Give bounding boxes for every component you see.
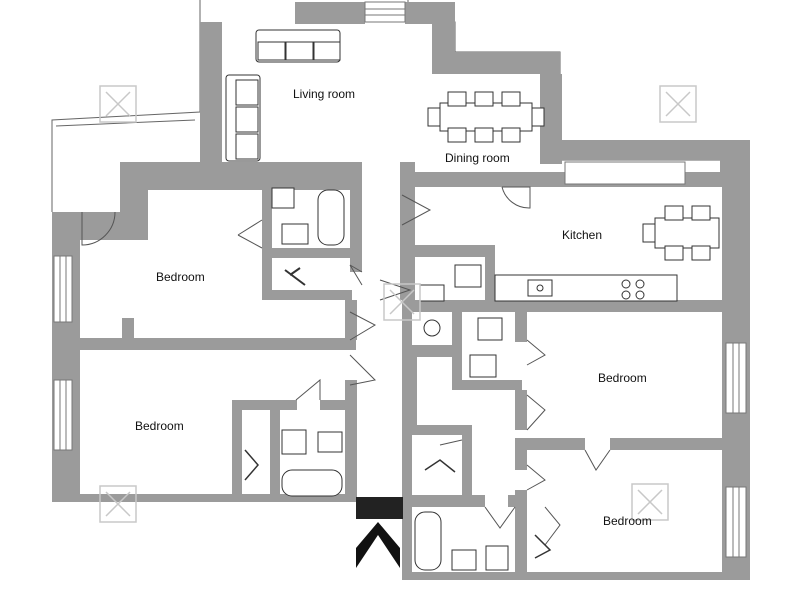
room-label-dining: Dining room bbox=[445, 151, 510, 165]
windows bbox=[53, 1, 747, 558]
kitchen-counter bbox=[494, 274, 678, 302]
hanger-icon bbox=[534, 534, 552, 559]
hanger-icon bbox=[244, 449, 259, 481]
toilet-icon bbox=[454, 264, 482, 288]
bathtub-icon bbox=[414, 511, 442, 571]
toilet-icon bbox=[477, 317, 503, 341]
watermark-logo-icon bbox=[99, 85, 697, 523]
shower-icon bbox=[423, 319, 441, 337]
sink-icon bbox=[469, 354, 497, 378]
sink-icon bbox=[419, 284, 445, 302]
entrance-threshold bbox=[356, 497, 403, 519]
room-label-living: Living room bbox=[293, 87, 355, 101]
room-label-bedroom-4: Bedroom bbox=[603, 514, 652, 528]
bathroom-fixtures bbox=[244, 187, 552, 571]
toilet-icon bbox=[317, 431, 343, 453]
stove-icon bbox=[621, 279, 645, 300]
dining-table-icon bbox=[427, 91, 720, 261]
room-label-bedroom-2: Bedroom bbox=[135, 419, 184, 433]
bathtub-icon bbox=[281, 469, 343, 497]
toilet-icon bbox=[271, 187, 295, 209]
entrance-arrow-icon bbox=[356, 522, 400, 568]
room-label-bedroom-1: Bedroom bbox=[156, 270, 205, 284]
bathtub-icon bbox=[317, 189, 345, 246]
hanger-icon bbox=[424, 459, 456, 473]
sink-icon bbox=[281, 429, 307, 455]
balconies bbox=[51, 0, 746, 260]
hanger-icon bbox=[284, 267, 306, 286]
sofa-icon bbox=[225, 29, 341, 162]
sink-icon bbox=[451, 549, 477, 571]
sink-icon bbox=[281, 223, 309, 245]
exterior-walls bbox=[52, 2, 750, 580]
room-label-bedroom-3: Bedroom bbox=[598, 371, 647, 385]
room-label-kitchen: Kitchen bbox=[562, 228, 602, 242]
toilet-icon bbox=[485, 545, 509, 571]
